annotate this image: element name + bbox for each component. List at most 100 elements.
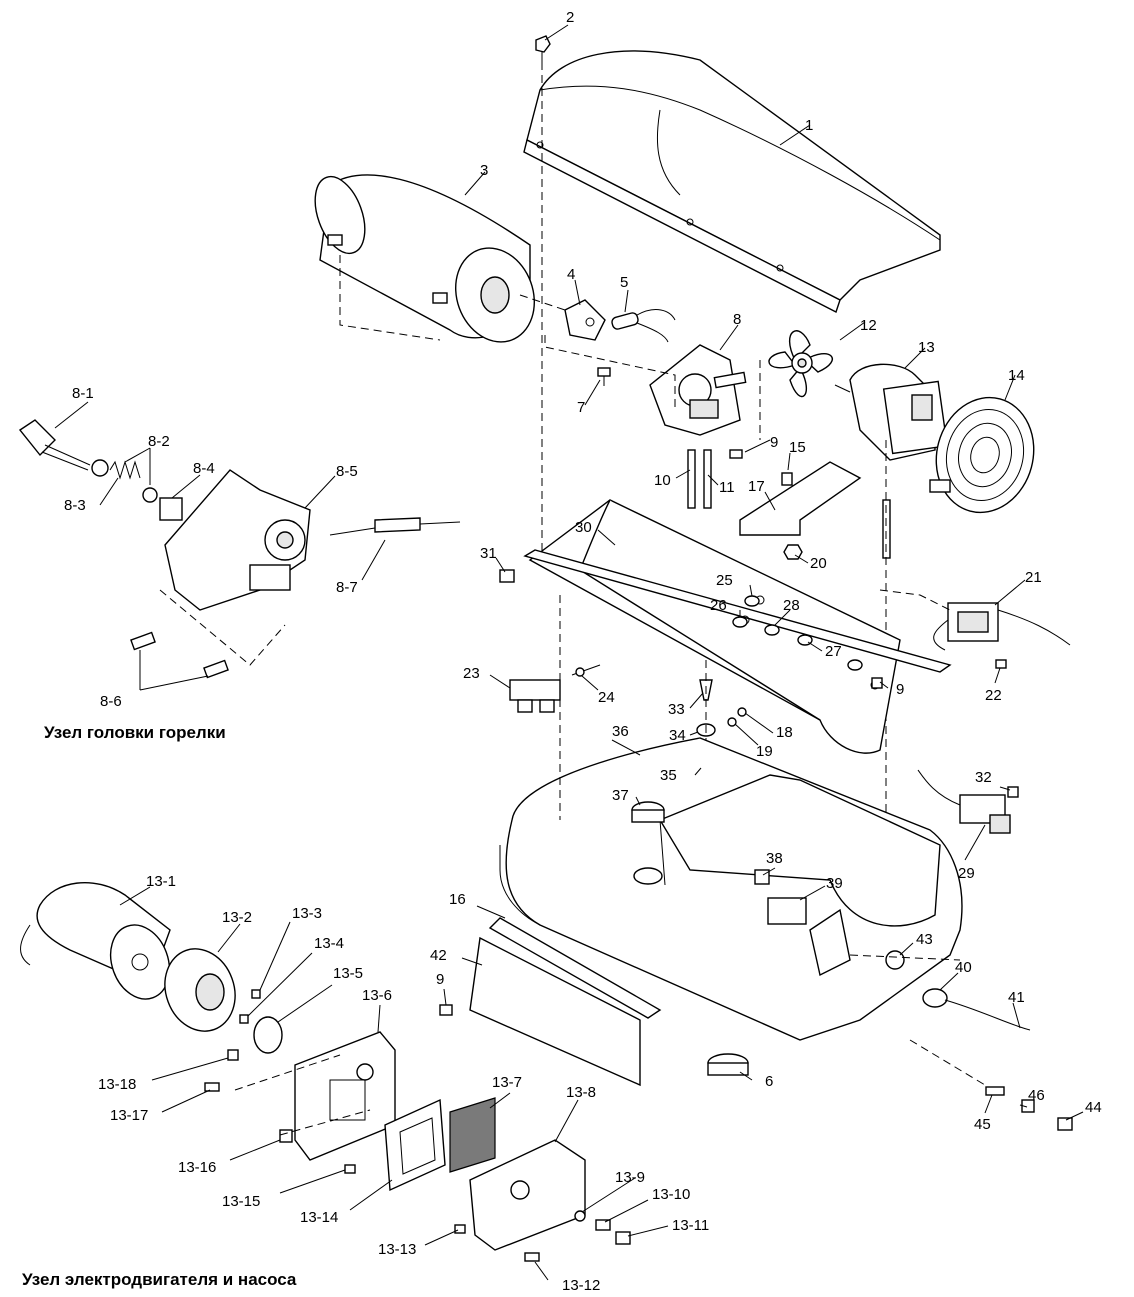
callout-17: 17: [748, 478, 765, 495]
callout-13-12: 13-12: [562, 1277, 600, 1294]
callout-6: 6: [765, 1073, 773, 1090]
callout-13-2: 13-2: [222, 909, 252, 926]
coupling-part-13-2: [164, 948, 236, 1032]
callout-13-5: 13-5: [333, 965, 363, 982]
callout-13-7: 13-7: [492, 1074, 522, 1091]
callout-labels: 2 1 3 4 5 8 12 13 14 7 9 15 10 11 17 20 …: [64, 9, 1102, 1294]
callout-31: 31: [480, 545, 497, 562]
bracket-part-17: [739, 461, 862, 536]
callout-12: 12: [860, 317, 877, 334]
callout-13-18: 13-18: [98, 1076, 136, 1093]
callout-22: 22: [985, 687, 1002, 704]
callout-40: 40: [955, 959, 972, 976]
electrode-part-24: [571, 664, 601, 677]
callout-18: 18: [776, 724, 793, 741]
callout-13: 13: [918, 339, 935, 356]
callout-37: 37: [612, 787, 629, 804]
screw-part-32: [1007, 786, 1019, 798]
switch-part-29: [917, 769, 1011, 834]
filter-part-13-7: [449, 1097, 496, 1173]
callout-33: 33: [668, 701, 685, 718]
callout-46: 46: [1028, 1087, 1045, 1104]
lower-shell-part-30: [523, 499, 952, 754]
callout-20: 20: [810, 555, 827, 572]
filter-gasket-part-13-14: [384, 1098, 446, 1192]
clip-part-31: [499, 569, 515, 583]
callout-15: 15: [789, 439, 806, 456]
callout-41: 41: [1008, 989, 1025, 1006]
rotor-part-13-5: [253, 1016, 283, 1054]
callout-36: 36: [612, 723, 629, 740]
support-part-43: [809, 908, 851, 977]
callout-13-3: 13-3: [292, 905, 322, 922]
screw-part-7: [597, 367, 611, 386]
callout-19: 19: [756, 743, 773, 760]
callout-13-14: 13-14: [300, 1209, 338, 1226]
callout-5: 5: [620, 274, 628, 291]
callout-7: 7: [577, 399, 585, 416]
callout-13-17: 13-17: [110, 1107, 148, 1124]
callout-27: 27: [825, 643, 842, 660]
callout-8-4: 8-4: [193, 460, 215, 477]
screw-part-9-lower: [439, 1004, 453, 1016]
part-38: [754, 869, 770, 885]
fan-blade-part-12: [768, 330, 833, 398]
callout-13-10: 13-10: [652, 1186, 690, 1203]
side-panel-part-42: [469, 917, 662, 1087]
callout-14: 14: [1008, 367, 1025, 384]
rod-part-11: [703, 449, 712, 509]
bolt-part-2: [535, 35, 551, 62]
callout-42: 42: [430, 947, 447, 964]
callout-32: 32: [975, 769, 992, 786]
pump-body-part-13-6: [294, 1031, 396, 1161]
transformer-part-21: [933, 602, 1071, 651]
callout-45: 45: [974, 1116, 991, 1133]
pump-cover-part-13-8: [469, 1139, 586, 1251]
burner-head-body-part-8-5: [164, 469, 311, 611]
burner-head-assembly-caption: Узел головки горелки: [44, 723, 226, 742]
callout-10: 10: [654, 472, 671, 489]
callout-9-lower: 9: [436, 971, 444, 988]
motor-part-13-1: [20, 882, 171, 1000]
callout-16: 16: [449, 891, 466, 908]
callout-13-11: 13-11: [672, 1217, 709, 1234]
callout-9-upper: 9: [770, 434, 778, 451]
callout-8-1: 8-1: [72, 385, 94, 402]
rod-part-10: [687, 449, 696, 509]
fuel-tank-part-36: [499, 737, 963, 1041]
callout-23: 23: [463, 665, 480, 682]
motor-pump-assembly-caption: Узел электродвигателя и насоса: [22, 1270, 297, 1289]
callout-3: 3: [480, 162, 488, 179]
ignitor-part-8-7: [329, 517, 461, 536]
callout-28: 28: [783, 597, 800, 614]
callout-13-6: 13-6: [362, 987, 392, 1004]
relay-part-39: [767, 897, 807, 925]
callout-2: 2: [566, 9, 574, 26]
callout-8-2: 8-2: [148, 433, 170, 450]
callout-44: 44: [1085, 1099, 1102, 1116]
screw-part-15: [781, 472, 793, 486]
callout-13-4: 13-4: [314, 935, 344, 952]
nut-part-20: [783, 544, 803, 560]
callout-8: 8: [733, 311, 741, 328]
callout-1: 1: [805, 117, 813, 134]
callout-11: 11: [719, 479, 735, 496]
callout-34: 34: [669, 727, 686, 744]
callout-21: 21: [1025, 569, 1042, 586]
spring-part-8-3: [109, 460, 141, 480]
callout-8-6: 8-6: [100, 693, 122, 710]
callout-8-3: 8-3: [64, 497, 86, 514]
electrode-bracket-part-4: [564, 299, 606, 341]
photocell-part-23: [509, 679, 561, 713]
callout-24: 24: [598, 689, 615, 706]
callout-35: 35: [660, 767, 677, 784]
callout-9-middle: 9: [896, 681, 904, 698]
callout-8-7: 8-7: [336, 579, 358, 596]
ignition-electrode-part-5: [611, 309, 676, 343]
fan-guard-part-14: [929, 396, 1035, 514]
callout-38: 38: [766, 850, 783, 867]
callout-8-5: 8-5: [336, 463, 358, 480]
callout-30: 30: [575, 519, 592, 536]
